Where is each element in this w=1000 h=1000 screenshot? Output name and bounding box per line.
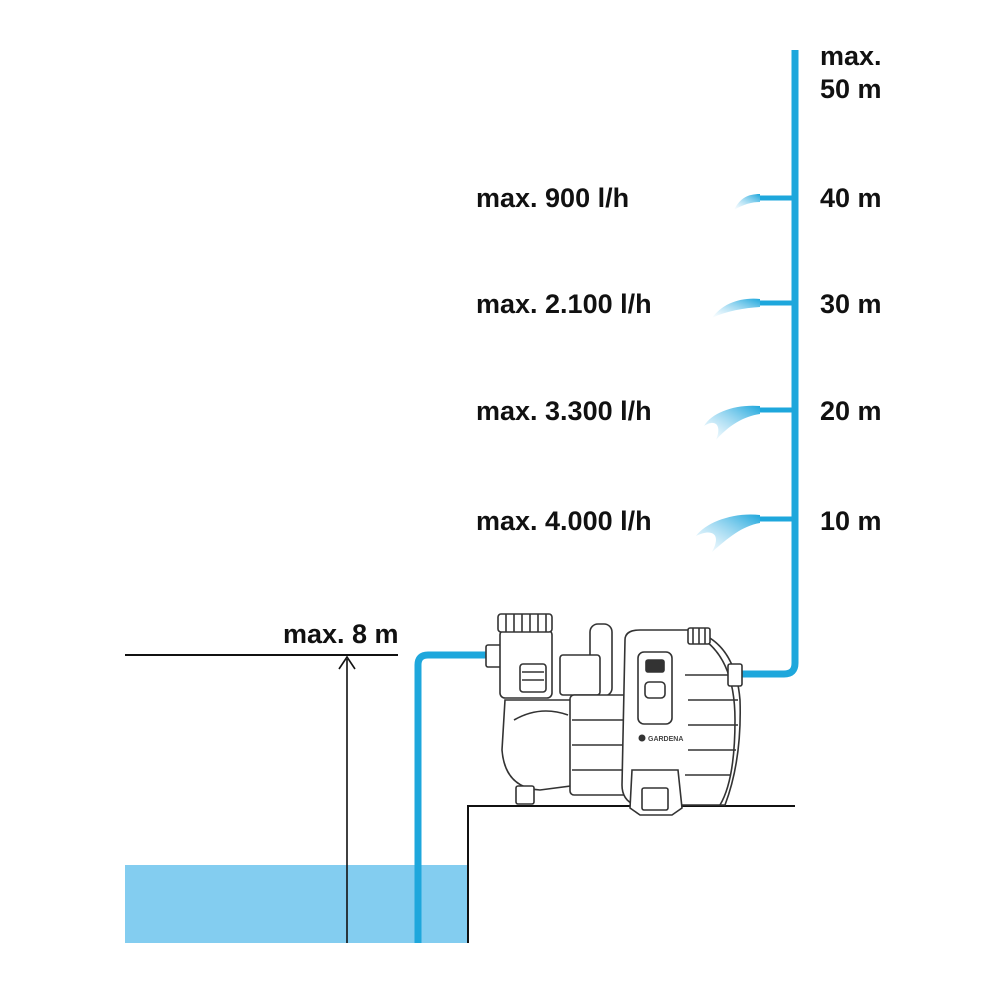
outlet-height-label: 30 m (820, 289, 882, 319)
gardena-logo: GARDENA (638, 734, 683, 743)
water-spray (696, 514, 760, 552)
riser-max-label: max. (820, 41, 882, 71)
outlet-height-label: 40 m (820, 183, 882, 213)
garden-pump: GARDENA (485, 613, 743, 816)
arrow-head (338, 655, 356, 670)
power-button (644, 681, 666, 699)
outlet-flow-label: max. 2.100 l/h (476, 289, 652, 319)
outlet-height-label: 10 m (820, 506, 882, 536)
status-indicator (645, 659, 665, 673)
drain-plug (515, 785, 535, 805)
pump-volute (501, 699, 581, 791)
outlet-flow-label: max. 4.000 l/h (476, 506, 652, 536)
ground-ledge (467, 805, 795, 943)
suction-pipe (414, 651, 490, 943)
outlet-flow-label: max. 3.300 l/h (476, 396, 652, 426)
water-spray (712, 298, 760, 318)
outlet-30m: max. 2.100 l/h 30 m (476, 289, 882, 319)
outlet-40m: max. 900 l/h 40 m (476, 183, 882, 213)
water-spray (704, 405, 760, 440)
riser-pipe (738, 50, 799, 678)
outlet-connector (727, 663, 743, 687)
outlet-10m: max. 4.000 l/h 10 m (476, 506, 882, 552)
outlet-20m: max. 3.300 l/h 20 m (476, 396, 882, 440)
water-spray (734, 194, 760, 210)
suction-label: max. 8 m (283, 619, 399, 649)
riser-max-height-label: 50 m (820, 74, 882, 104)
filter-window (519, 663, 547, 693)
outlet-flow-label: max. 900 l/h (476, 183, 629, 213)
outlet-height-label: 20 m (820, 396, 882, 426)
svg-text:GARDENA: GARDENA (648, 736, 683, 743)
water-reservoir (125, 865, 468, 943)
